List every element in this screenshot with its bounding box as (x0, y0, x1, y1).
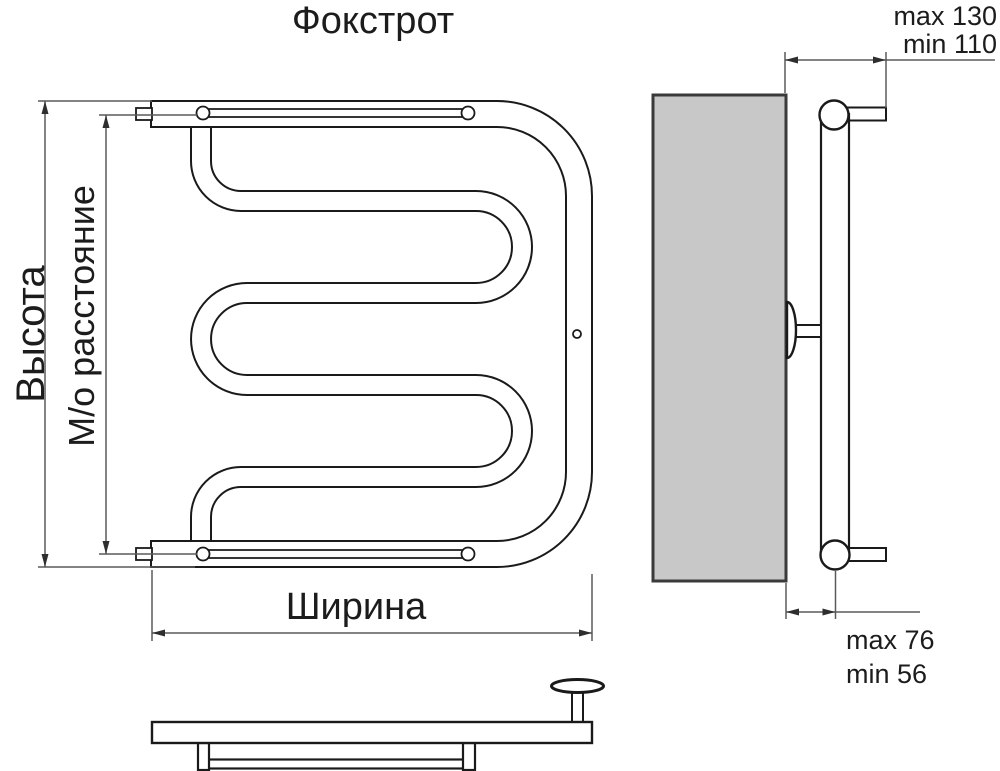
front-view (135, 100, 593, 568)
bottom-slot-left-hole (195, 546, 211, 562)
bottom-offset-max-label: max 76 (846, 625, 935, 655)
width-label: Ширина (286, 586, 427, 628)
coil-pipe-fill (192, 128, 531, 542)
bracket-flange (785, 300, 798, 360)
arrow-offset-bottom-left (786, 608, 799, 616)
bottom-offset-min-label: min 56 (846, 659, 927, 689)
side-top-bar-end (818, 99, 850, 131)
top-offset-min-label: min 110 (903, 29, 997, 59)
side-pipe (819, 112, 851, 558)
arrow-width-right (579, 629, 592, 637)
bottom-view (150, 678, 605, 771)
arrow-mdist-bottom (102, 541, 110, 554)
wall-rail (202, 758, 471, 770)
arrow-height-top (41, 101, 49, 114)
side-view (651, 93, 887, 583)
wall (651, 93, 788, 583)
top-offset-max-label: max 130 (893, 1, 997, 31)
arrow-mdist-top (102, 115, 110, 128)
bottom-mounting-slot (195, 546, 476, 562)
side-bottom-bar-end (819, 539, 851, 571)
height-label: Высота (9, 265, 53, 403)
rail-post-right (461, 741, 477, 771)
rail-post-left (196, 741, 211, 771)
arrow-offset-top-left (785, 56, 798, 64)
dimension-arrows (41, 56, 886, 637)
vent-hole (572, 329, 582, 339)
arrow-width-left (152, 629, 165, 637)
bottom-slot-right-hole (460, 546, 476, 562)
drawing-title: Фокстрот (292, 0, 454, 42)
dimensions (38, 52, 995, 641)
plan-stub (571, 689, 584, 723)
arrow-offset-bottom-right (822, 608, 836, 616)
arrow-height-bottom (41, 554, 49, 567)
plan-bar (150, 720, 594, 745)
plan-flange-disc (550, 678, 605, 694)
mounting-distance-label: М/о расстояние (61, 185, 102, 447)
top-slot-right-hole (460, 105, 476, 121)
top-slot-left-hole (195, 105, 211, 121)
arrow-offset-top-right (873, 56, 886, 64)
top-mounting-slot (195, 105, 476, 121)
top-inlet-stub (135, 107, 153, 121)
